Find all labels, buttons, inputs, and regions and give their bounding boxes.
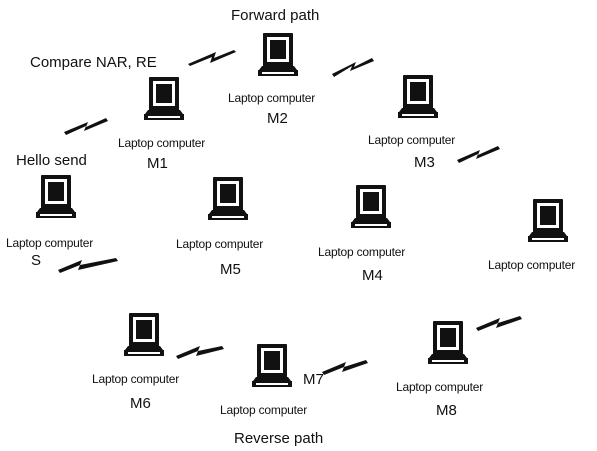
node-m3-caption: Laptop computer: [368, 133, 456, 147]
node-m1: [138, 76, 238, 166]
node-destination: [522, 198, 597, 288]
node-m7: [246, 343, 346, 433]
node-s: [30, 174, 130, 264]
compare-label: Compare NAR, RE: [30, 54, 157, 71]
node-m1-name: M1: [147, 155, 168, 172]
laptop-icon: [124, 313, 164, 356]
laptop-icon: [398, 75, 438, 118]
reverse-path-label: Reverse path: [234, 430, 324, 447]
node-m2: [252, 32, 352, 122]
node-s-caption: Laptop computer: [6, 236, 94, 250]
wireless-link-icon: [58, 258, 118, 273]
node-m1-caption: Laptop computer: [118, 136, 206, 150]
laptop-icon: [528, 199, 568, 242]
laptop-icon: [208, 177, 248, 220]
wireless-link-icon: [457, 146, 500, 163]
node-s-name: S: [31, 252, 42, 269]
node-m7-name: M7: [303, 371, 324, 388]
node-m4-caption: Laptop computer: [318, 245, 406, 259]
node-m8-name: M8: [436, 402, 457, 419]
node-m8: [422, 320, 522, 410]
node-m6: [118, 312, 218, 402]
wireless-link-icon: [322, 360, 368, 375]
wireless-link-icon: [476, 316, 522, 331]
hello-send-label: Hello send: [16, 152, 87, 169]
node-m6-name: M6: [130, 395, 151, 412]
laptop-icon: [252, 344, 292, 387]
node-m8-caption: Laptop computer: [396, 380, 484, 394]
laptop-icon: [351, 185, 391, 228]
node-destination-caption: Laptop computer: [488, 258, 576, 272]
wireless-link-icon: [176, 346, 224, 359]
node-m6-caption: Laptop computer: [92, 372, 180, 386]
laptop-icon: [36, 175, 76, 218]
node-m5: [202, 176, 302, 266]
node-m4-name: M4: [362, 267, 383, 284]
node-m2-name: M2: [267, 110, 288, 127]
forward-path-label: Forward path: [231, 7, 320, 24]
wireless-link-icon: [64, 118, 108, 135]
wireless-link-icon: [188, 50, 236, 66]
node-m3-name: M3: [414, 154, 435, 171]
node-m2-caption: Laptop computer: [228, 91, 316, 105]
wireless-link-icon: [332, 58, 374, 77]
node-m3: [392, 74, 492, 164]
node-m4: [345, 184, 445, 274]
node-m5-caption: Laptop computer: [176, 237, 264, 251]
laptop-icon: [144, 77, 184, 120]
laptop-icon: [428, 321, 468, 364]
laptop-icon: [258, 33, 298, 76]
node-m5-name: M5: [220, 261, 241, 278]
node-m7-caption: Laptop computer: [220, 403, 308, 417]
